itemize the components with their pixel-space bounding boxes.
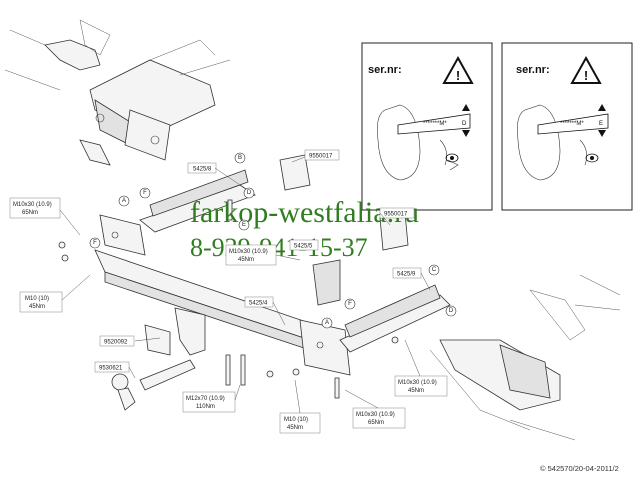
svg-text:9550017: 9550017 — [384, 212, 408, 218]
bolt-spec-bottom-ball: M12x70 (10.9) 110Nm — [182, 391, 236, 413]
svg-text:M10x30 (10.9): M10x30 (10.9) — [398, 380, 437, 386]
warning-icon: ! — [570, 55, 602, 84]
svg-text:A: A — [325, 320, 329, 326]
svg-text:M10 (10): M10 (10) — [284, 417, 308, 423]
svg-text:5425/8: 5425/8 — [193, 167, 212, 173]
svg-text:5425/4: 5425/4 — [249, 301, 268, 307]
svg-text:M10x30 (10.9): M10x30 (10.9) — [356, 412, 395, 418]
svg-text:9520092: 9520092 — [104, 340, 128, 346]
sernr-label: ser.nr: — [516, 64, 550, 76]
svg-text:!: ! — [456, 68, 460, 83]
callout-e: E — [238, 219, 250, 231]
callout-f-left: F — [89, 237, 101, 249]
callout-d-right: D — [445, 305, 457, 317]
stamp-text: *******M* — [560, 121, 584, 127]
svg-text:!: ! — [584, 68, 588, 83]
svg-text:9530621: 9530621 — [99, 366, 123, 372]
callout-f-top: F — [139, 187, 151, 199]
svg-text:M12x70 (10.9): M12x70 (10.9) — [186, 396, 225, 402]
svg-text:9550017: 9550017 — [309, 154, 333, 160]
warning-panel-left: ser.nr: ! *******M* D — [361, 42, 493, 211]
spacer-block-9550017 — [279, 154, 311, 191]
svg-text:110Nm: 110Nm — [196, 404, 215, 410]
stamp-letter: E — [599, 121, 603, 127]
bolt-spec-bottom-bolt: M10x30 (10.9) 65Nm — [352, 407, 406, 429]
bolt-spec-bottom-nut: M10 (10) 45Nm — [279, 412, 321, 434]
leader-lines — [59, 156, 431, 414]
svg-text:C: C — [432, 267, 437, 273]
part-label-9550017b: 9550017 — [379, 207, 415, 219]
warning-icon: ! — [442, 55, 474, 84]
callout-d-top: D — [243, 187, 255, 199]
svg-text:F: F — [348, 301, 352, 307]
svg-text:5425/9: 5425/9 — [397, 272, 416, 278]
svg-text:45Nm: 45Nm — [238, 257, 254, 263]
bolt-spec-left-top: M10x30 (10.9) 65Nm — [9, 197, 61, 219]
callout-f-right: F — [344, 298, 356, 310]
main-crossbar — [94, 214, 351, 376]
svg-text:D: D — [247, 190, 252, 196]
tow-ball-neck — [111, 373, 136, 411]
bolt-spec-left-mid: M10 (10) 45Nm — [19, 291, 63, 313]
part-label-5425-9: 5425/9 — [392, 267, 422, 279]
svg-text:65Nm: 65Nm — [368, 420, 384, 426]
copyright-text: © 542570/20-04-2011/2 — [540, 464, 619, 473]
top-left-vehicle-detail — [4, 19, 231, 166]
stamp-letter: D — [462, 121, 467, 127]
svg-text:45Nm: 45Nm — [29, 304, 45, 310]
part-label-5425-4: 5425/4 — [244, 296, 274, 308]
left-bracket — [139, 169, 256, 233]
part-label-9550017: 9550017 — [304, 149, 340, 161]
callout-c: C — [428, 264, 440, 276]
electrical-socket-bracket — [312, 259, 341, 306]
callout-b: B — [234, 152, 246, 164]
svg-text:B: B — [238, 155, 242, 161]
svg-text:F: F — [143, 190, 147, 196]
svg-text:5425/5: 5425/5 — [294, 244, 313, 250]
part-label-5425-5: 5425/5 — [289, 239, 319, 251]
svg-text:F: F — [93, 240, 97, 246]
watermark-phone: 8-929-941-15-37 — [190, 233, 368, 262]
part-label-9520092: 9520092 — [99, 335, 135, 347]
part-label-9530621: 9530621 — [94, 361, 130, 373]
svg-text:M10 (10): M10 (10) — [25, 296, 49, 302]
stamp-text: *******M* — [423, 121, 447, 127]
svg-text:45Nm: 45Nm — [287, 425, 303, 431]
svg-text:65Nm: 65Nm — [22, 210, 38, 216]
svg-text:D: D — [449, 308, 454, 314]
callout-a-right: A — [321, 317, 333, 329]
locking-pin — [139, 359, 196, 391]
bolt-spec-center-top: M10x30 (10.9) 45Nm — [225, 244, 277, 266]
bottom-right-vehicle-detail — [429, 274, 621, 441]
svg-text:M10x30 (10.9): M10x30 (10.9) — [229, 249, 268, 255]
svg-text:E: E — [242, 222, 246, 228]
part-label-5425-8: 5425/8 — [187, 162, 217, 174]
bolt-spec-right: M10x30 (10.9) 45Nm — [394, 375, 448, 397]
callout-a-left: A — [118, 195, 130, 207]
sernr-label: ser.nr: — [368, 64, 402, 76]
svg-text:A: A — [122, 198, 126, 204]
warning-panel-right: ser.nr: ! *******M* E — [501, 42, 633, 211]
bolt-set — [58, 199, 399, 399]
right-bracket — [339, 284, 451, 353]
svg-text:45Nm: 45Nm — [408, 388, 424, 394]
svg-text:M10x30 (10.9): M10x30 (10.9) — [13, 202, 52, 208]
